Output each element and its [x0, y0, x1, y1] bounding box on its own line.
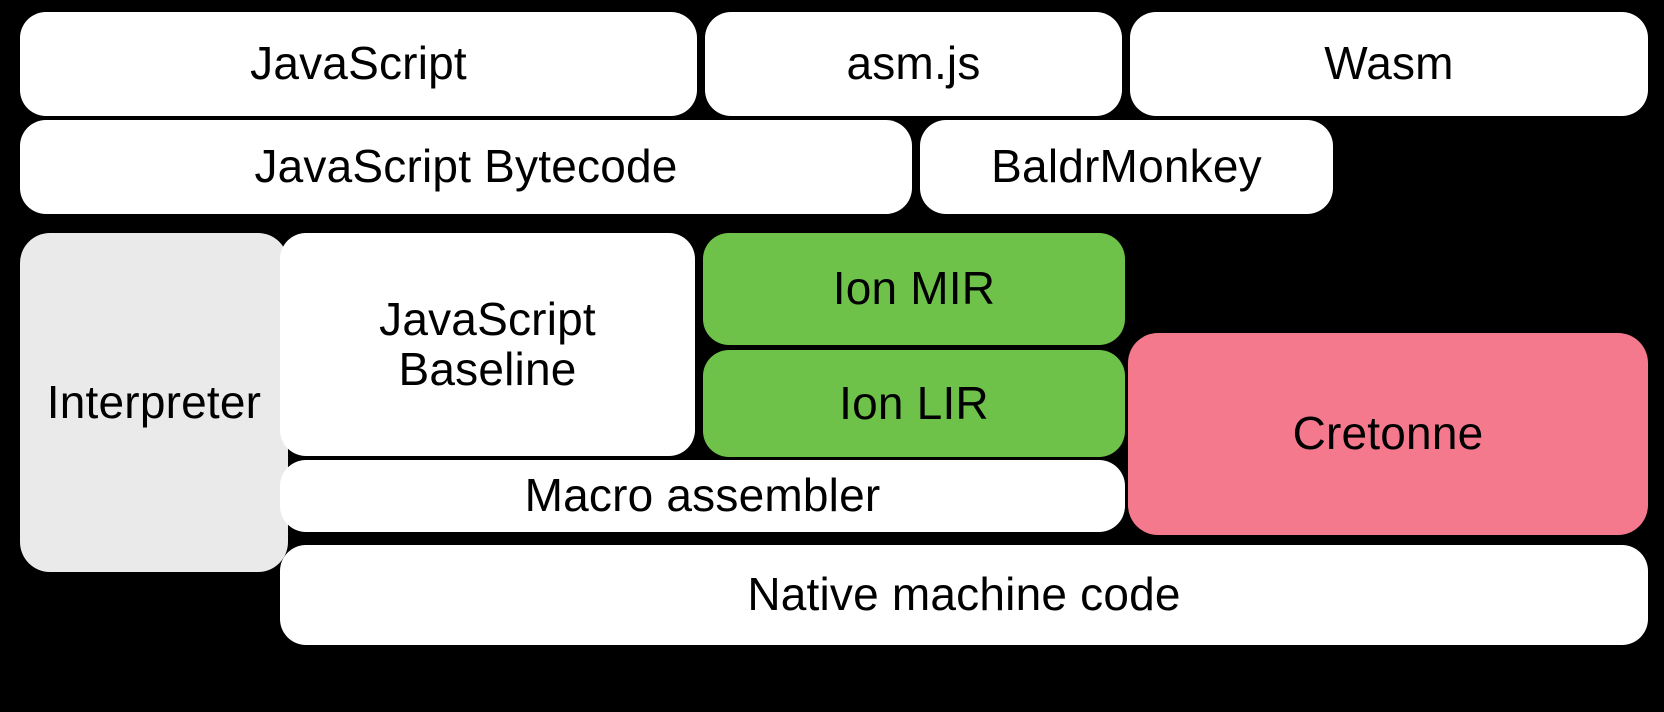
node-ion-lir: Ion LIR [703, 350, 1125, 457]
node-asmjs: asm.js [705, 12, 1122, 116]
node-javascript-bytecode: JavaScript Bytecode [20, 120, 912, 214]
node-native-machine-code: Native machine code [280, 545, 1648, 645]
node-cretonne: Cretonne [1128, 333, 1648, 535]
node-javascript-baseline: JavaScript Baseline [280, 233, 695, 456]
node-wasm: Wasm [1130, 12, 1648, 116]
node-macro-assembler: Macro assembler [280, 460, 1125, 532]
node-baldrmonkey: BaldrMonkey [920, 120, 1333, 214]
node-ion-mir: Ion MIR [703, 233, 1125, 345]
node-javascript: JavaScript [20, 12, 697, 116]
node-interpreter: Interpreter [20, 233, 288, 572]
